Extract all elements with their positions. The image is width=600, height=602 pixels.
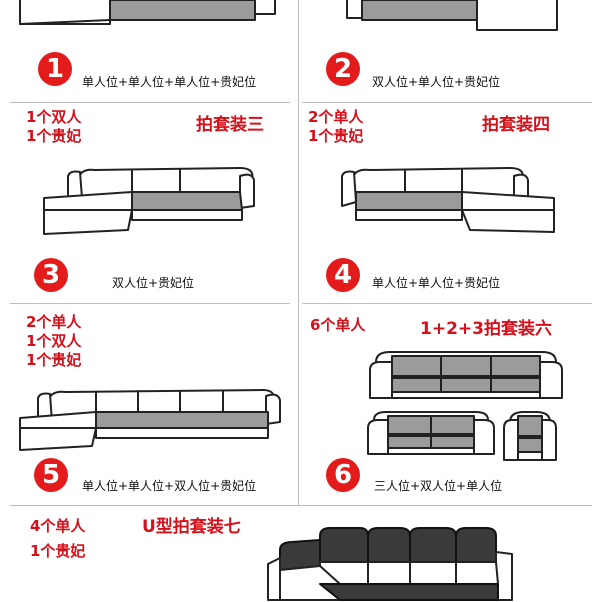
sofa-combo-caption: 单人位+单人位+双人位+贵妃位 xyxy=(82,479,257,493)
note-line: 6个单人 xyxy=(310,316,366,334)
u-shape-sofa xyxy=(267,527,513,601)
note-line: 1个贵妃 xyxy=(26,127,82,145)
sofa-combo-caption: 单人位+单人位+单人位+贵妃位 xyxy=(82,75,257,89)
sofa-combo-caption: 单人位+单人位+贵妃位 xyxy=(372,276,501,290)
divider xyxy=(298,0,299,505)
note-line: 4个单人 xyxy=(30,517,86,535)
two-seat-sofa xyxy=(367,411,495,455)
sofa-illustration-2 xyxy=(346,0,558,31)
three-seat-sofa xyxy=(369,351,563,399)
number-badge: 1 xyxy=(38,52,72,86)
quantity-note: 2个单人 1个贵妃 xyxy=(308,108,363,146)
sofa-combo-caption: 三人位+双人位+单人位 xyxy=(374,479,503,493)
note-line: 1个双人 xyxy=(26,332,82,350)
sofa-illustration-4 xyxy=(341,167,555,233)
number-badge: 6 xyxy=(326,458,360,492)
divider xyxy=(10,102,290,103)
divider xyxy=(302,303,592,304)
number-badge: 4 xyxy=(326,258,360,292)
set-title: 拍套装三 xyxy=(196,115,264,135)
quantity-note: 4个单人 1个贵妃 xyxy=(30,517,85,561)
note-line: 1个贵妃 xyxy=(30,542,86,560)
set-title: 1+2+3拍套装六 xyxy=(420,319,552,339)
number-badge: 3 xyxy=(34,258,68,292)
note-line: 2个单人 xyxy=(26,313,82,331)
note-line: 2个单人 xyxy=(308,108,364,126)
sofa-illustration-1 xyxy=(19,0,276,25)
number-badge: 5 xyxy=(34,458,68,492)
set-title: 拍套装四 xyxy=(482,115,550,135)
quantity-note: 6个单人 xyxy=(310,316,365,335)
set-title: U型拍套装七 xyxy=(142,517,241,537)
divider xyxy=(302,102,592,103)
divider xyxy=(10,303,290,304)
note-line: 1个贵妃 xyxy=(26,351,82,369)
note-line: 1个贵妃 xyxy=(308,127,364,145)
single-armchair xyxy=(503,411,557,461)
divider xyxy=(10,505,592,506)
sofa-illustration-3 xyxy=(43,167,255,235)
quantity-note: 2个单人 1个双人 1个贵妃 xyxy=(26,313,81,370)
quantity-note: 1个双人 1个贵妃 xyxy=(26,108,81,146)
number-badge: 2 xyxy=(326,52,360,86)
note-line: 1个双人 xyxy=(26,108,82,126)
sofa-combo-caption: 双人位+单人位+贵妃位 xyxy=(372,75,501,89)
sofa-combo-caption: 双人位+贵妃位 xyxy=(112,276,195,290)
sofa-illustration-5 xyxy=(19,389,281,451)
